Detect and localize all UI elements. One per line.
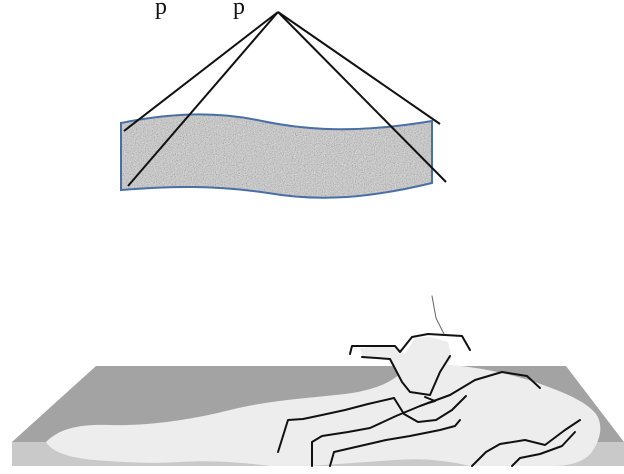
sample-strip: [115, 105, 440, 210]
suspension-line-1: [124, 12, 278, 131]
fibre-thin-strand: [432, 296, 444, 334]
suspension-line-3: [278, 12, 440, 124]
